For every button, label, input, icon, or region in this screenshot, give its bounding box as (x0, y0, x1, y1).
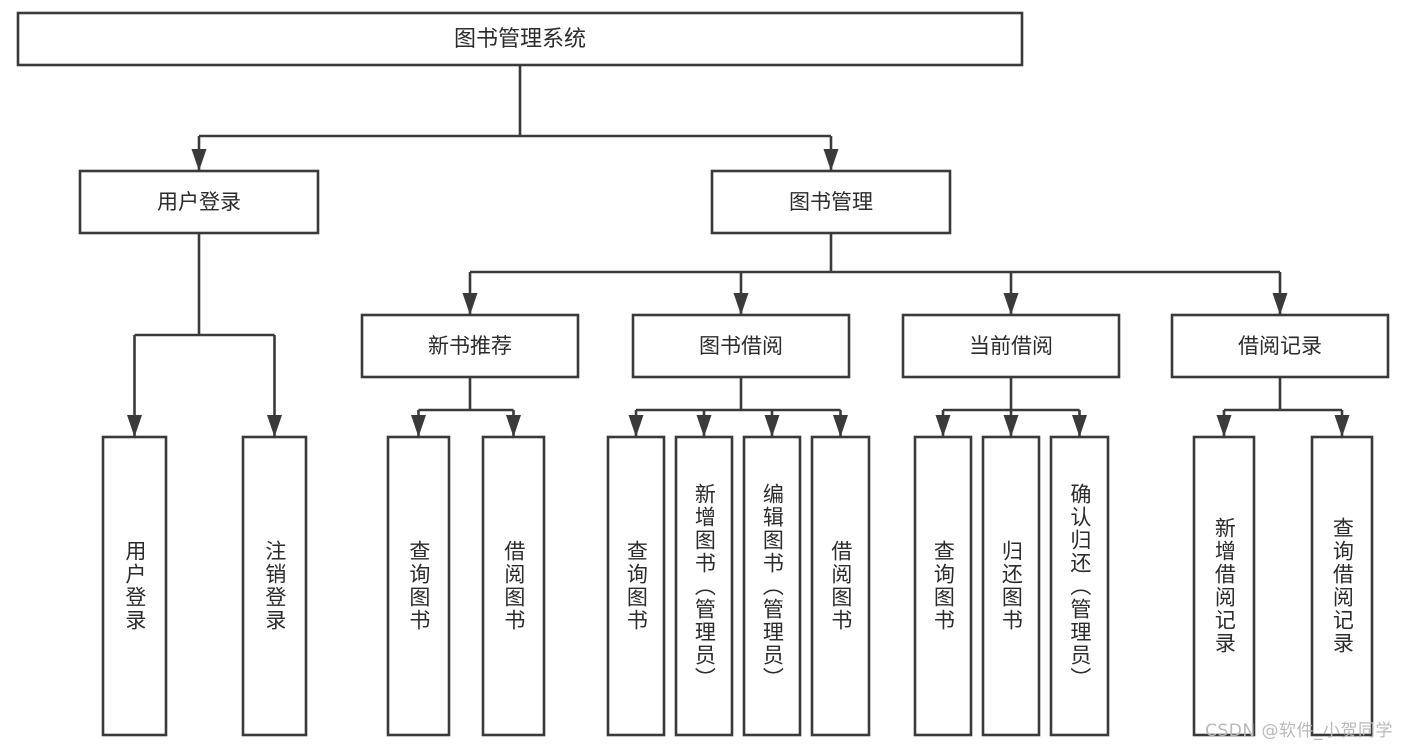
leaf-box-11[interactable] (1192, 435, 1256, 737)
arrow-head-leaf-2-3-icon (833, 415, 848, 437)
connector-layer (127, 65, 1350, 437)
leaf-box-10[interactable] (1049, 435, 1110, 737)
leaf-box-3[interactable] (481, 435, 546, 737)
node-label-level2-2: 当前借阅 (969, 334, 1053, 358)
arrow-head-level2-3-icon (1272, 293, 1288, 315)
arrow-head-leaf-3-2-icon (1072, 415, 1087, 437)
arrow-head-level1-0-icon (191, 149, 207, 171)
arrow-head-leaf-3-0-icon (935, 415, 951, 437)
node-label-root: 图书管理系统 (454, 27, 586, 52)
node-box-level1-1[interactable] (710, 169, 952, 235)
node-box-root[interactable] (16, 11, 1024, 67)
arrow-head-leaf-0-1-icon (267, 415, 282, 437)
node-box-level1-0[interactable] (78, 169, 320, 235)
leaf-box-5[interactable] (674, 435, 734, 737)
leaf-box-2[interactable] (386, 435, 451, 737)
arrow-head-leaf-3-1-icon (1003, 415, 1019, 437)
node-label-level1-0: 用户登录 (157, 190, 241, 214)
node-label-level2-1: 图书借阅 (699, 334, 783, 358)
box-layer (16, 11, 1390, 737)
node-box-level2-0[interactable] (360, 313, 580, 379)
node-box-level2-1[interactable] (631, 313, 851, 379)
node-label-level2-3: 借阅记录 (1238, 334, 1322, 358)
node-box-level2-2[interactable] (901, 313, 1121, 379)
arrow-head-leaf-1-0-icon (411, 415, 426, 437)
leaf-box-9[interactable] (981, 435, 1041, 737)
leaf-box-0[interactable] (101, 435, 168, 737)
node-label-level1-1: 图书管理 (789, 190, 873, 214)
node-box-level2-3[interactable] (1170, 313, 1390, 379)
arrow-head-level1-1-icon (823, 149, 839, 171)
arrow-head-level2-1-icon (733, 293, 749, 315)
leaf-box-7[interactable] (810, 435, 871, 737)
arrow-head-leaf-4-1-icon (1334, 415, 1350, 437)
leaf-box-1[interactable] (241, 435, 308, 737)
arrow-head-leaf-2-2-icon (764, 415, 780, 437)
arrow-head-leaf-2-1-icon (696, 415, 712, 437)
leaf-box-8[interactable] (913, 435, 973, 737)
node-label-level2-0: 新书推荐 (428, 334, 512, 358)
arrow-head-level2-0-icon (462, 293, 478, 315)
leaf-box-12[interactable] (1310, 435, 1374, 737)
arrow-head-leaf-0-0-icon (127, 415, 142, 437)
arrow-head-level2-2-icon (1003, 293, 1019, 315)
arrow-head-leaf-1-1-icon (506, 415, 521, 437)
arrow-head-leaf-4-0-icon (1216, 415, 1232, 437)
arrow-head-leaf-2-0-icon (628, 415, 644, 437)
leaf-box-6[interactable] (742, 435, 802, 737)
leaf-box-4[interactable] (606, 435, 666, 737)
watermark: CSDN @软件_小贺同学 (1205, 721, 1393, 741)
